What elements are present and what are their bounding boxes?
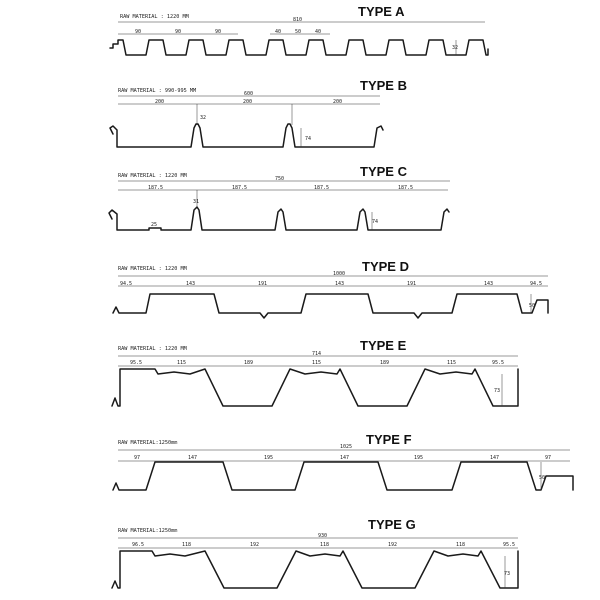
height-label: 74 xyxy=(372,219,378,225)
total-dimension-label: 1025 xyxy=(340,444,352,450)
pitch-label: 187.5 xyxy=(148,185,163,191)
pitch-label: 94.5 xyxy=(530,281,542,287)
pitch-label: 189 xyxy=(244,360,253,366)
profile-title: TYPE F xyxy=(366,432,412,447)
pitch-label: 147 xyxy=(340,455,349,461)
total-dimension-label: 810 xyxy=(293,17,302,23)
height-label: 50 xyxy=(529,303,535,309)
profile-outline xyxy=(111,368,519,407)
pitch-label: 96.5 xyxy=(132,542,144,548)
pitch-label: 192 xyxy=(388,542,397,548)
raw-material-label: RAW MATERIAL:1250mm xyxy=(118,528,177,534)
profile-type-e: TYPE E RAW MATERIAL : 1220 MM 714 95.5 1… xyxy=(111,338,519,407)
pitch-label: 115 xyxy=(447,360,456,366)
total-dimension-label: 930 xyxy=(318,533,327,539)
profile-type-c: TYPE C RAW MATERIAL : 1220 MM 750 187.5 … xyxy=(108,164,450,231)
height-label: 50 xyxy=(539,475,545,481)
profile-title: TYPE A xyxy=(358,4,405,19)
pitch-label: 115 xyxy=(177,360,186,366)
pitch-label: 143 xyxy=(335,281,344,287)
profile-type-a: TYPE A RAW MATERIAL : 1220 MM 810 90 90 … xyxy=(109,4,489,56)
profile-outline xyxy=(109,39,489,56)
profile-type-f: TYPE F RAW MATERIAL:1250mm 1025 97 147 1… xyxy=(112,432,574,491)
raw-material-label: RAW MATERIAL : 1220 MM xyxy=(118,346,187,352)
pitch-label: 94.5 xyxy=(120,281,132,287)
raw-material-label: RAW MATERIAL : 1220 MM xyxy=(118,173,187,179)
pitch-label: 200 xyxy=(155,99,164,105)
profile-outline xyxy=(111,550,519,589)
pitch-label: 118 xyxy=(320,542,329,548)
pitch-label: 195 xyxy=(264,455,273,461)
pitch-label: 191 xyxy=(258,281,267,287)
total-dimension-label: 750 xyxy=(275,176,284,182)
pitch-label: 187.5 xyxy=(398,185,413,191)
height-label: 32 xyxy=(452,45,458,51)
pitch-label: 90 xyxy=(215,29,221,35)
pitch-label: 118 xyxy=(456,542,465,548)
pitch-label: 187.5 xyxy=(314,185,329,191)
total-dimension-label: 600 xyxy=(244,91,253,97)
pitch-label: 187.5 xyxy=(232,185,247,191)
pitch-label: 95.5 xyxy=(492,360,504,366)
rib-width-label: 31 xyxy=(193,199,199,205)
stiffener-label: 25 xyxy=(151,222,157,228)
height-label: 73 xyxy=(494,388,500,394)
profile-title: TYPE B xyxy=(360,78,407,93)
raw-material-label: RAW MATERIAL:1250mm xyxy=(118,440,177,446)
pitch-label: 90 xyxy=(175,29,181,35)
profile-outline xyxy=(108,206,450,231)
raw-material-label: RAW MATERIAL : 1220 MM xyxy=(118,266,187,272)
raw-material-label: RAW MATERIAL : 1220 MM xyxy=(120,14,189,20)
profile-type-g: TYPE G RAW MATERIAL:1250mm 930 96.5 118 … xyxy=(111,517,519,589)
pitch-label: 192 xyxy=(250,542,259,548)
height-label: 73 xyxy=(504,571,510,577)
pitch-label: 189 xyxy=(380,360,389,366)
pitch-label: 143 xyxy=(186,281,195,287)
pitch-label: 147 xyxy=(490,455,499,461)
profile-type-b: TYPE B RAW MATERIAL : 990-995 MM 600 200… xyxy=(109,78,407,148)
profile-outline xyxy=(112,293,549,319)
profile-title: TYPE C xyxy=(360,164,408,179)
pitch-label: 118 xyxy=(182,542,191,548)
pitch-label: 90 xyxy=(135,29,141,35)
pitch-label: 191 xyxy=(407,281,416,287)
total-dimension-label: 714 xyxy=(312,351,321,357)
pitch-label: 97 xyxy=(134,455,140,461)
small-dimension-label: 50 xyxy=(295,29,301,35)
profile-title: TYPE E xyxy=(360,338,407,353)
profile-title: TYPE G xyxy=(368,517,416,532)
raw-material-label: RAW MATERIAL : 990-995 MM xyxy=(118,88,196,94)
pitch-label: 195 xyxy=(414,455,423,461)
small-dimension-label: 40 xyxy=(275,29,281,35)
pitch-label: 143 xyxy=(484,281,493,287)
profile-title: TYPE D xyxy=(362,259,409,274)
pitch-label: 95.5 xyxy=(130,360,142,366)
height-label: 74 xyxy=(305,136,311,142)
total-dimension-label: 1000 xyxy=(333,271,345,277)
rib-width-label: 32 xyxy=(200,115,206,121)
pitch-label: 200 xyxy=(333,99,342,105)
small-dimension-label: 40 xyxy=(315,29,321,35)
profile-type-d: TYPE D RAW MATERIAL : 1220 MM 1000 94.5 … xyxy=(112,259,549,319)
profile-outline xyxy=(109,123,384,148)
profile-outline xyxy=(112,461,574,491)
pitch-label: 147 xyxy=(188,455,197,461)
pitch-label: 115 xyxy=(312,360,321,366)
pitch-label: 97 xyxy=(545,455,551,461)
pitch-label: 200 xyxy=(243,99,252,105)
pitch-label: 95.5 xyxy=(503,542,515,548)
